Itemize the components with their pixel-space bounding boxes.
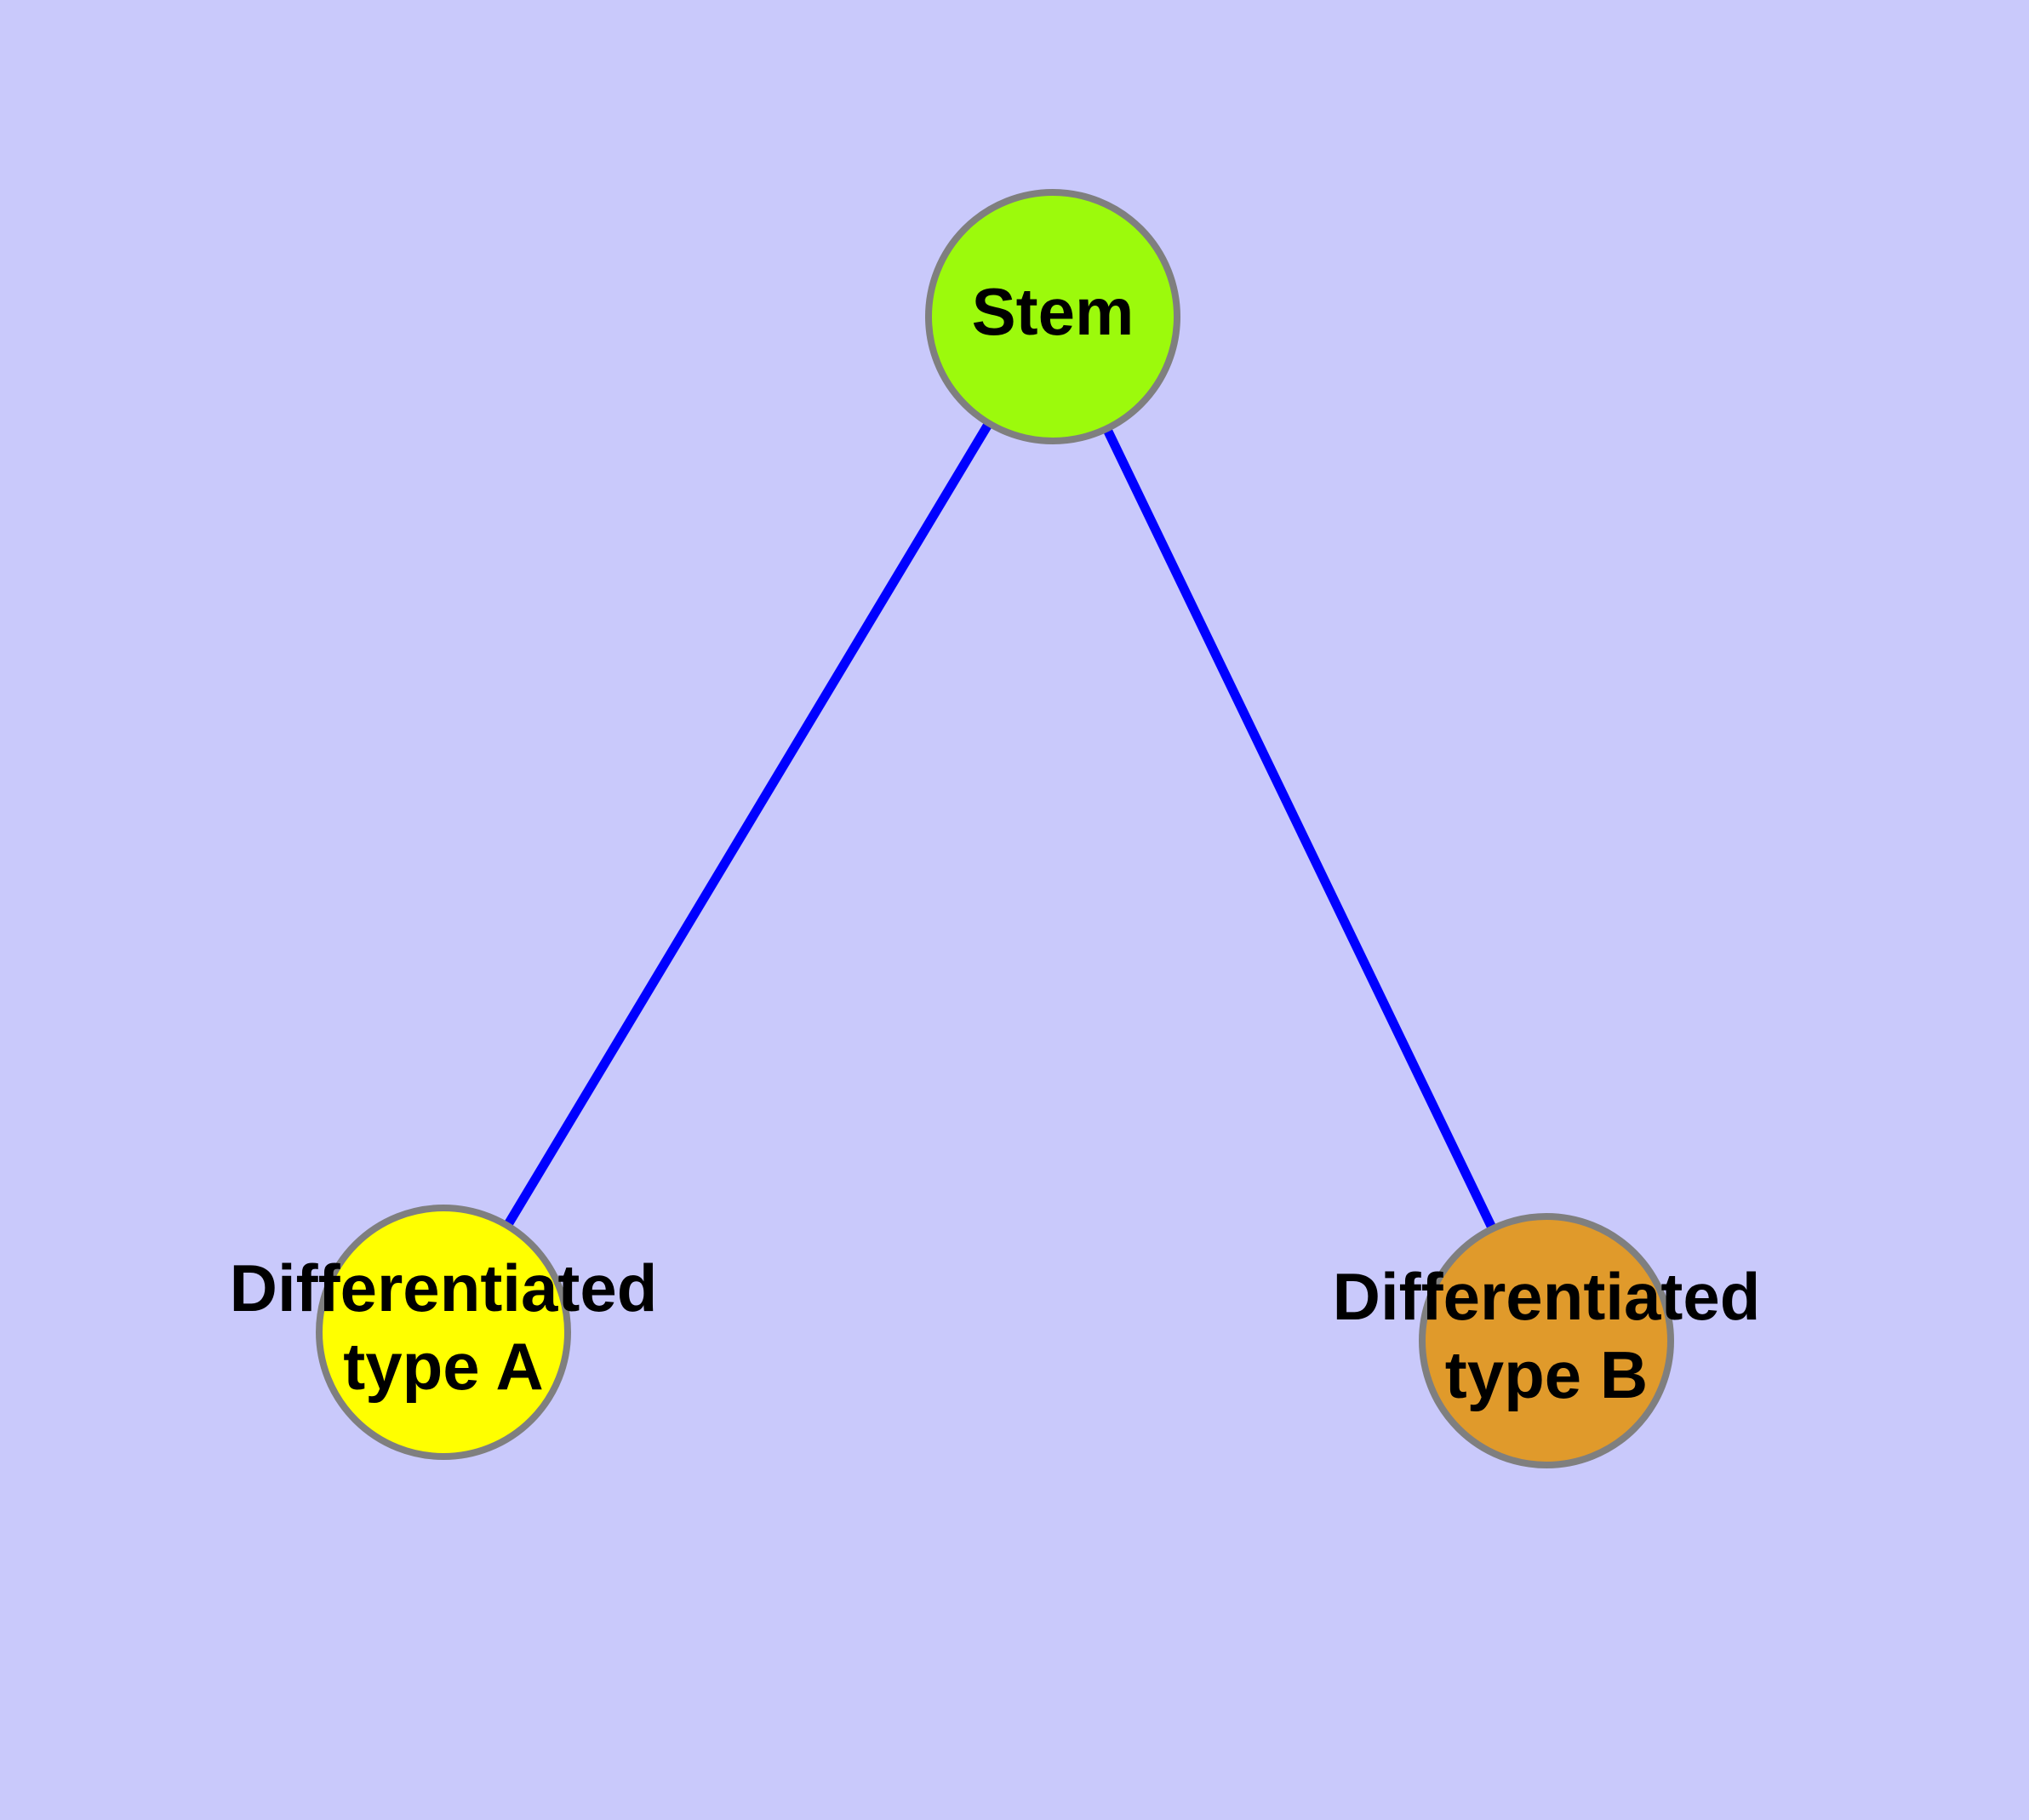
edge-stem-to-diff-a[interactable] [439,314,1057,1335]
node-diff-b[interactable] [1419,1213,1674,1468]
nodes-layer [316,189,1674,1468]
edge-stem-to-diff-b[interactable] [1049,314,1551,1343]
node-label-line: Differentiated [1333,1259,1761,1334]
node-label-line: Stem [972,274,1135,349]
node-label-stem: Stem [972,274,1135,349]
node-diff-a[interactable] [316,1205,571,1460]
node-label-line: type A [343,1329,544,1404]
edges-layer [439,314,1551,1343]
node-stem[interactable] [925,189,1180,444]
node-label-line: Differentiated [230,1251,658,1325]
node-label-line: type B [1445,1337,1648,1412]
